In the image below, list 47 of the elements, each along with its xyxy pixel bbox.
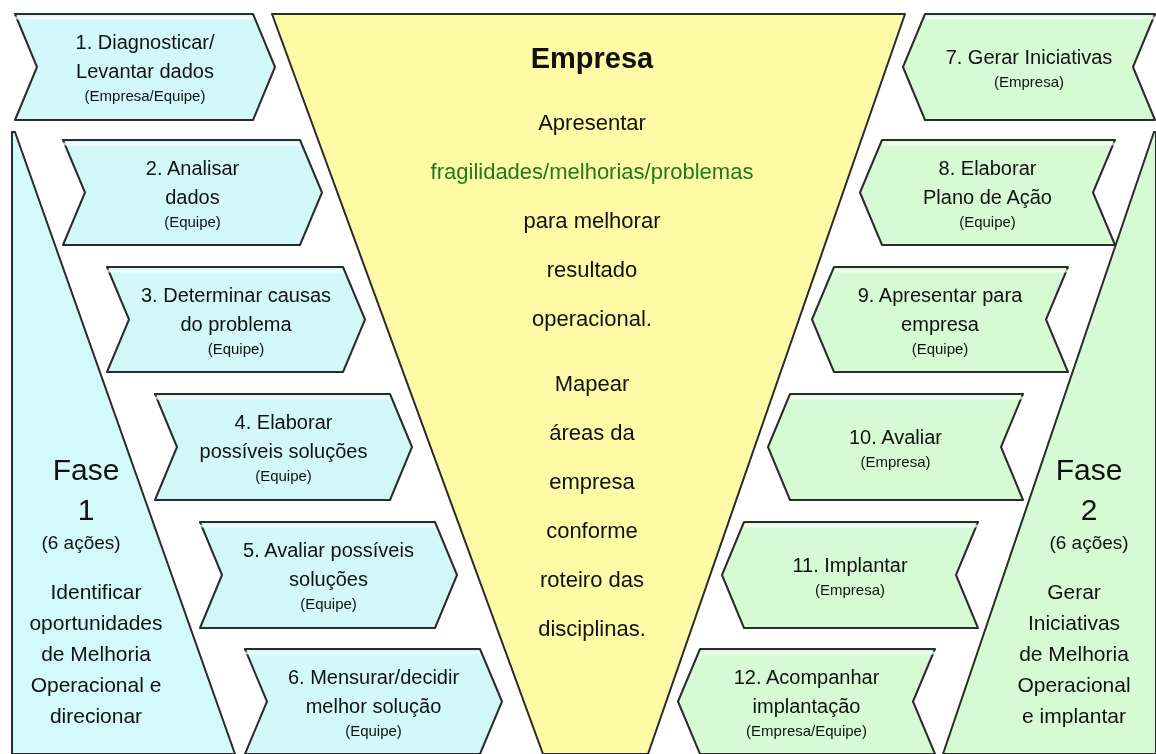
step-box: [15, 14, 275, 120]
step-title: 9. Apresentar para empresa: [856, 282, 1024, 337]
step-title: 6. Mensurar/decidir melhor solução: [286, 664, 461, 719]
step-owner: (Empresa/Equipe): [84, 86, 206, 106]
step-box: [245, 649, 502, 754]
step-title: 11. Implantar: [792, 552, 908, 578]
step-box: [155, 394, 412, 500]
step-owner: (Empresa/Equipe): [746, 720, 867, 741]
heading: Empresa: [530, 41, 654, 76]
phase-description: Identificar oportunidades de Melhoria Operacional e direcionar: [28, 579, 164, 729]
phase-count: (6 ações): [41, 531, 121, 555]
step-owner: (Equipe): [164, 211, 221, 232]
step-box: [63, 140, 322, 245]
step-owner: (Empresa): [994, 71, 1064, 92]
step-title: 4. Elaborar possíveis soluções: [198, 410, 369, 464]
phase-count: (6 ações): [1049, 531, 1129, 555]
step-title: 2. Analisar dados: [144, 155, 241, 210]
step-title: 5. Avaliar possíveis soluções: [242, 538, 415, 592]
step-owner: (Equipe): [207, 338, 265, 359]
phase-title: Fase 1: [51, 452, 121, 528]
step-box: [860, 140, 1115, 245]
description-text: Mapear áreas da empresa conforme roteiro das disciplinas.: [537, 370, 647, 643]
phase-title: Fase 2: [1054, 452, 1124, 528]
step-title: 3. Determinar causas do problema: [139, 282, 333, 337]
step-title: 12. Acompanhar implantação: [732, 664, 881, 719]
step-owner: (Equipe): [300, 594, 357, 614]
step-title: 10. Avaliar: [849, 424, 942, 450]
highlight-text: fragilidades/melhorias/problemas: [430, 158, 754, 186]
step-box: [812, 267, 1068, 372]
phase-description: Gerar Iniciativas de Melhoria Operacional e implantar: [1016, 579, 1132, 729]
step-owner: (Equipe): [345, 720, 402, 741]
step-title: 1. Diagnosticar/ Levantar dados: [74, 30, 216, 84]
step-box: [722, 522, 978, 628]
step-box: [678, 649, 935, 754]
step-box: [200, 522, 457, 628]
description-text: para melhorar resultado operacional.: [522, 207, 662, 333]
step-title: 8. Elaborar Plano de Ação: [922, 155, 1053, 210]
step-box: [768, 394, 1023, 500]
step-owner: (Equipe): [255, 466, 312, 486]
step-box: [107, 267, 365, 372]
step-owner: (Equipe): [911, 338, 969, 359]
step-owner: (Equipe): [959, 211, 1016, 232]
step-owner: (Empresa): [815, 579, 885, 600]
step-title: 7. Gerar Iniciativas: [945, 44, 1113, 70]
step-owner: (Empresa): [860, 451, 931, 472]
step-box: [903, 14, 1155, 120]
description-text: Apresentar: [538, 109, 646, 137]
